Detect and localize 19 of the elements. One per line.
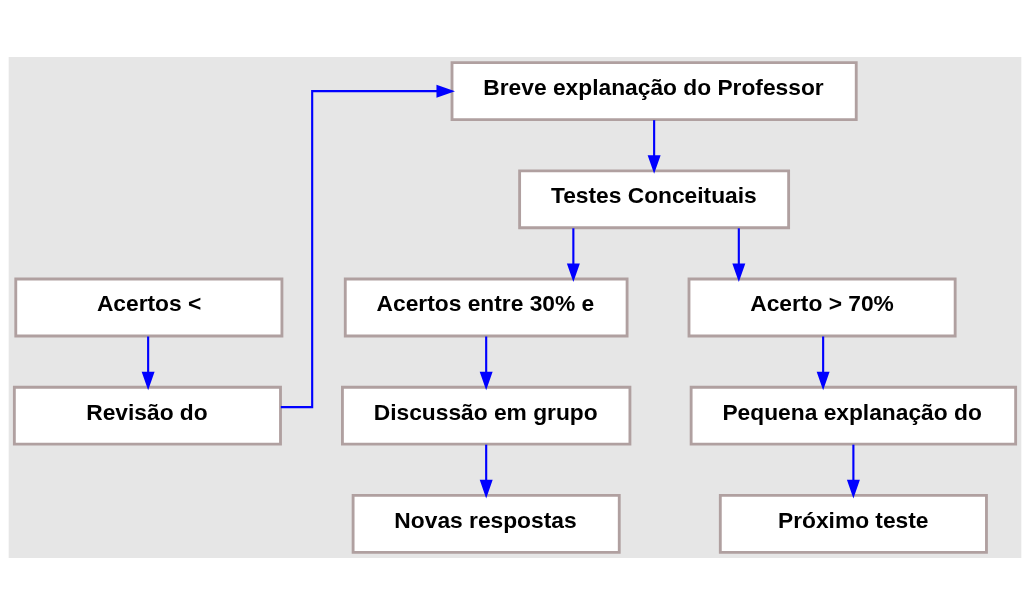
node-box: Testes Conceituais bbox=[518, 168, 791, 229]
node-box: Breve explanação do Professor bbox=[450, 60, 858, 121]
arrow bbox=[846, 444, 860, 498]
node-box: Acertos < bbox=[14, 277, 284, 337]
node-box: Pequena explanação do bbox=[689, 385, 1018, 446]
node-box: Revisão do bbox=[12, 385, 282, 446]
node-box: Próximo teste bbox=[718, 493, 988, 554]
arrow bbox=[566, 227, 580, 282]
node-box: Acertos entre 30% e bbox=[343, 277, 629, 337]
arrow bbox=[479, 336, 493, 390]
arrow bbox=[280, 84, 455, 408]
node-box: Acerto > 70% bbox=[687, 277, 957, 337]
arrow bbox=[647, 119, 661, 174]
arrow bbox=[141, 336, 155, 390]
node-box: Discussão em grupo bbox=[341, 385, 632, 446]
node-box: Novas respostas bbox=[351, 493, 621, 554]
arrow bbox=[479, 444, 493, 498]
arrow bbox=[816, 336, 830, 390]
arrow bbox=[732, 227, 746, 282]
